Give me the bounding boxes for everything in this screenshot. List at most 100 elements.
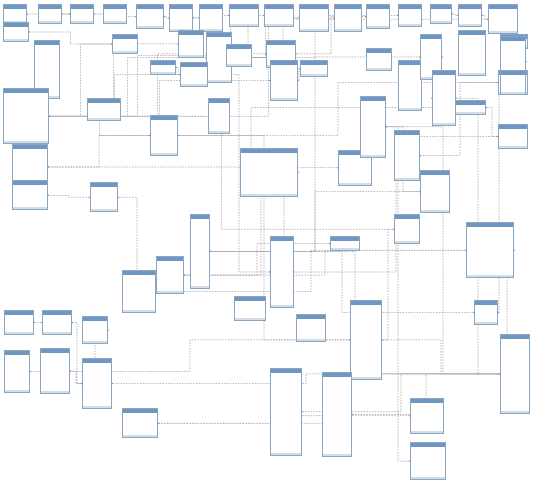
table-header[interactable] xyxy=(399,61,421,65)
table-header[interactable] xyxy=(297,315,325,319)
table-t69[interactable] xyxy=(474,300,498,326)
table-header[interactable] xyxy=(191,215,209,219)
table-t47[interactable] xyxy=(156,256,184,295)
table-t20[interactable] xyxy=(178,30,204,58)
table-t71[interactable] xyxy=(190,214,210,289)
table-header[interactable] xyxy=(475,301,497,305)
table-t50[interactable] xyxy=(234,296,266,322)
table-header[interactable] xyxy=(271,61,297,65)
table-t08[interactable] xyxy=(229,4,259,27)
table-header[interactable] xyxy=(411,399,443,403)
table-t05[interactable] xyxy=(136,4,164,30)
table-header[interactable] xyxy=(335,5,361,9)
table-t51[interactable] xyxy=(296,314,326,342)
table-header[interactable] xyxy=(489,5,517,9)
table-t24[interactable] xyxy=(366,48,392,71)
table-t01[interactable] xyxy=(3,4,27,24)
table-t62[interactable] xyxy=(122,408,158,439)
table-header[interactable] xyxy=(123,409,157,413)
table-header[interactable] xyxy=(230,5,258,9)
table-header[interactable] xyxy=(157,257,183,261)
table-header[interactable] xyxy=(421,35,441,39)
table-header[interactable] xyxy=(83,359,111,363)
table-t28[interactable] xyxy=(3,88,49,145)
table-header[interactable] xyxy=(271,237,293,241)
table-header[interactable] xyxy=(207,33,231,37)
table-header[interactable] xyxy=(4,89,48,93)
table-header[interactable] xyxy=(170,5,192,9)
table-header[interactable] xyxy=(455,101,485,105)
table-t63[interactable] xyxy=(410,398,444,434)
table-t48[interactable] xyxy=(122,270,156,314)
table-header[interactable] xyxy=(241,149,297,153)
table-t68[interactable] xyxy=(500,70,526,96)
table-header[interactable] xyxy=(395,215,419,219)
table-t72[interactable] xyxy=(420,34,442,80)
table-t06[interactable] xyxy=(169,4,193,32)
table-header[interactable] xyxy=(179,31,203,35)
table-header[interactable] xyxy=(43,311,71,315)
table-header[interactable] xyxy=(123,271,155,275)
table-header[interactable] xyxy=(499,125,527,129)
table-header[interactable] xyxy=(41,349,69,353)
table-header[interactable] xyxy=(367,5,389,9)
table-t19[interactable] xyxy=(112,34,138,54)
table-header[interactable] xyxy=(151,116,177,120)
table-header[interactable] xyxy=(88,99,120,103)
table-t29[interactable] xyxy=(87,98,121,121)
table-t33[interactable] xyxy=(270,60,298,101)
table-header[interactable] xyxy=(501,37,525,41)
table-t30[interactable] xyxy=(150,60,176,75)
table-t65[interactable] xyxy=(360,96,386,158)
table-header[interactable] xyxy=(209,99,229,103)
table-header[interactable] xyxy=(300,5,328,9)
table-t03[interactable] xyxy=(70,4,94,24)
table-t36[interactable] xyxy=(150,115,178,156)
table-t46[interactable] xyxy=(330,236,360,251)
table-header[interactable] xyxy=(265,5,293,9)
table-t16[interactable] xyxy=(488,4,518,35)
table-t54[interactable] xyxy=(42,310,72,336)
table-header[interactable] xyxy=(361,97,385,101)
table-t26[interactable] xyxy=(398,60,422,112)
table-t66[interactable] xyxy=(394,130,420,182)
table-header[interactable] xyxy=(71,5,93,9)
table-header[interactable] xyxy=(200,5,222,9)
table-t27[interactable] xyxy=(458,30,486,76)
table-header[interactable] xyxy=(181,63,207,67)
table-t34[interactable] xyxy=(300,60,328,78)
table-header[interactable] xyxy=(323,373,351,377)
table-header[interactable] xyxy=(267,41,295,45)
table-header[interactable] xyxy=(83,317,107,321)
table-header[interactable] xyxy=(5,311,33,315)
table-t45[interactable] xyxy=(270,236,294,308)
table-t73[interactable] xyxy=(432,70,456,127)
table-header[interactable] xyxy=(367,49,391,53)
table-header[interactable] xyxy=(501,71,525,75)
table-header[interactable] xyxy=(467,223,513,227)
table-header[interactable] xyxy=(91,183,117,187)
table-header[interactable] xyxy=(104,5,126,9)
table-t43[interactable] xyxy=(90,182,118,213)
table-header[interactable] xyxy=(271,369,301,373)
table-t12[interactable] xyxy=(366,4,390,30)
table-header[interactable] xyxy=(331,237,359,241)
table-t15[interactable] xyxy=(458,4,482,27)
table-header[interactable] xyxy=(35,41,59,45)
table-t49[interactable] xyxy=(466,222,514,279)
table-header[interactable] xyxy=(137,5,163,9)
table-t70[interactable] xyxy=(420,170,450,214)
table-t40[interactable] xyxy=(240,148,298,197)
table-t57[interactable] xyxy=(40,348,70,394)
table-t53[interactable] xyxy=(4,310,34,336)
table-header[interactable] xyxy=(301,61,327,65)
table-t32[interactable] xyxy=(208,98,230,134)
table-t09[interactable] xyxy=(264,4,294,27)
table-t14[interactable] xyxy=(430,4,452,24)
table-header[interactable] xyxy=(395,131,419,135)
table-header[interactable] xyxy=(421,171,449,175)
table-t38[interactable] xyxy=(454,100,486,115)
table-header[interactable] xyxy=(351,301,381,305)
table-header[interactable] xyxy=(13,145,47,149)
